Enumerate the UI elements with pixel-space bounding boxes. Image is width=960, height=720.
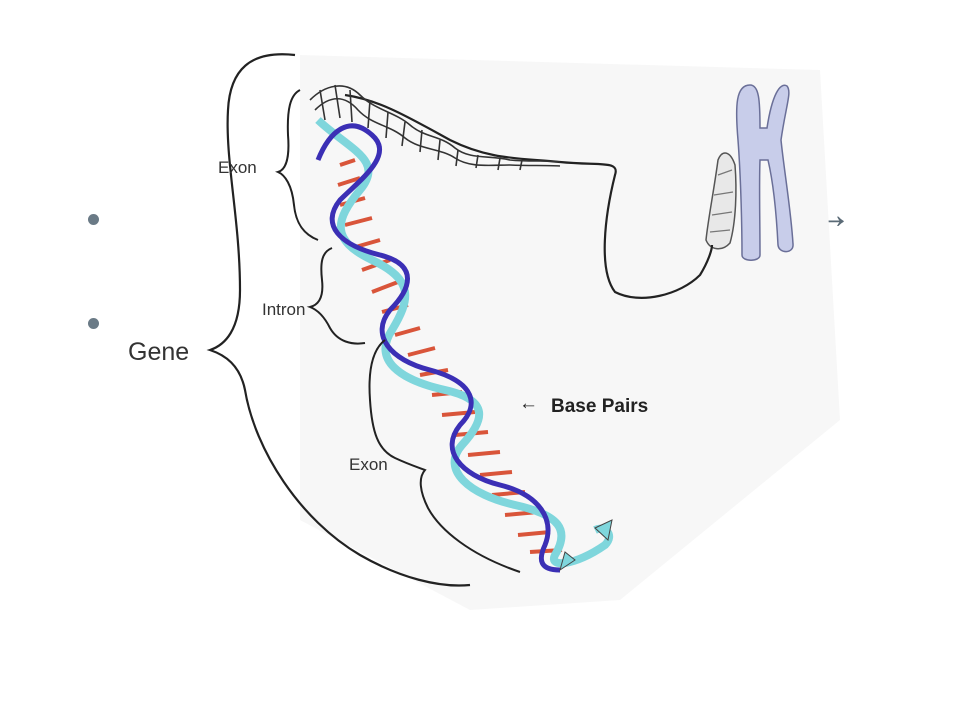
base-pairs-arrow-icon: ← <box>519 393 538 414</box>
chromatin-strand <box>344 93 714 299</box>
exon-top-label: Exon <box>218 158 257 177</box>
bullet-dot-1 <box>88 214 99 225</box>
figure-backdrop <box>300 55 840 610</box>
base-pairs-label: Base Pairs <box>551 396 649 417</box>
chromosome-icon <box>705 84 794 261</box>
dna-double-helix-icon <box>315 117 614 573</box>
exon-top-brace <box>275 89 319 241</box>
gene-brace <box>206 53 471 587</box>
coiled-dna-icon <box>309 84 561 171</box>
dna-strand-light <box>315 117 614 568</box>
exon-bottom-label: Exon <box>349 455 388 474</box>
gene-label: Gene <box>128 338 190 366</box>
bullet-dot-2 <box>88 318 99 329</box>
intron-brace <box>306 247 366 345</box>
exon-bottom-brace <box>368 339 521 573</box>
dna-strand-dark <box>315 123 561 573</box>
intron-label: Intron <box>262 300 306 319</box>
